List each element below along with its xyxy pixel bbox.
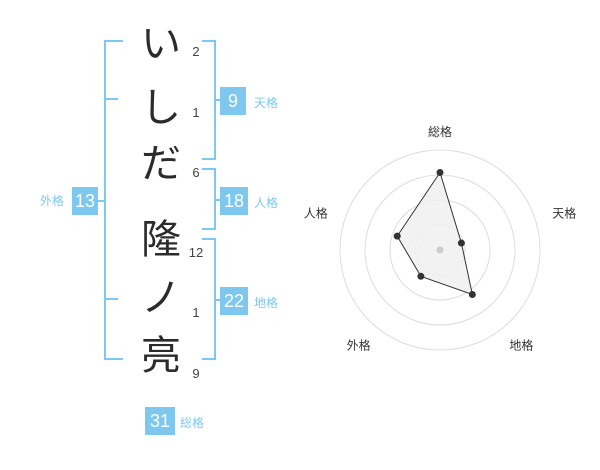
stroke-count-3: 6 [192,165,200,180]
gaikaku-value: 13 [72,187,98,215]
gaikaku-label: 外格 [40,194,65,208]
radar-axis-label-1: 総格 [428,124,452,139]
gaikaku-tick-bottom [104,298,118,300]
radar-axis-label-5: 人格 [304,206,328,221]
gaikaku-connector [96,200,104,202]
radar-point-1 [436,169,444,176]
name-char-4: 隆 [141,217,181,263]
radar-grid-ring [339,149,541,351]
soukaku-label: 総格 [180,416,205,430]
radar-point-2 [457,239,465,247]
radar-axis-label-4: 外格 [347,337,371,352]
name-char-6: 亮 [141,333,181,379]
radar-axis-label-2: 天格 [552,206,576,221]
name-char-5: ノ [141,275,181,321]
name-char-1: い [141,21,181,67]
radar-axis-label-3: 地格 [509,337,533,352]
jinkaku-label: 人格 [254,196,279,210]
tenkaku-bracket [202,40,216,160]
gaikaku-bracket [104,40,123,360]
jinkaku-value: 18 [220,187,248,215]
radar-point-4 [417,272,425,280]
radar-center-dot [436,246,444,254]
gaikaku-tick-top [104,98,118,100]
chikaku-value: 22 [220,287,248,315]
radar-point-3 [468,290,476,298]
stroke-count-6: 9 [192,366,200,381]
chikaku-bracket [202,238,216,360]
tenkaku-value: 9 [220,87,246,115]
stroke-count-2: 1 [192,105,200,120]
stroke-count-4: 12 [188,245,204,260]
radar-series-area [396,171,474,296]
jinkaku-bracket [202,168,216,230]
soukaku-value: 31 [145,407,175,435]
stroke-count-5: 1 [192,305,200,320]
name-char-2: し [141,85,181,131]
tenkaku-label: 天格 [254,96,279,110]
chikaku-label: 地格 [254,296,279,310]
radar-point-5 [393,232,401,240]
name-char-3: だ [141,141,181,187]
stroke-count-1: 2 [192,44,200,59]
